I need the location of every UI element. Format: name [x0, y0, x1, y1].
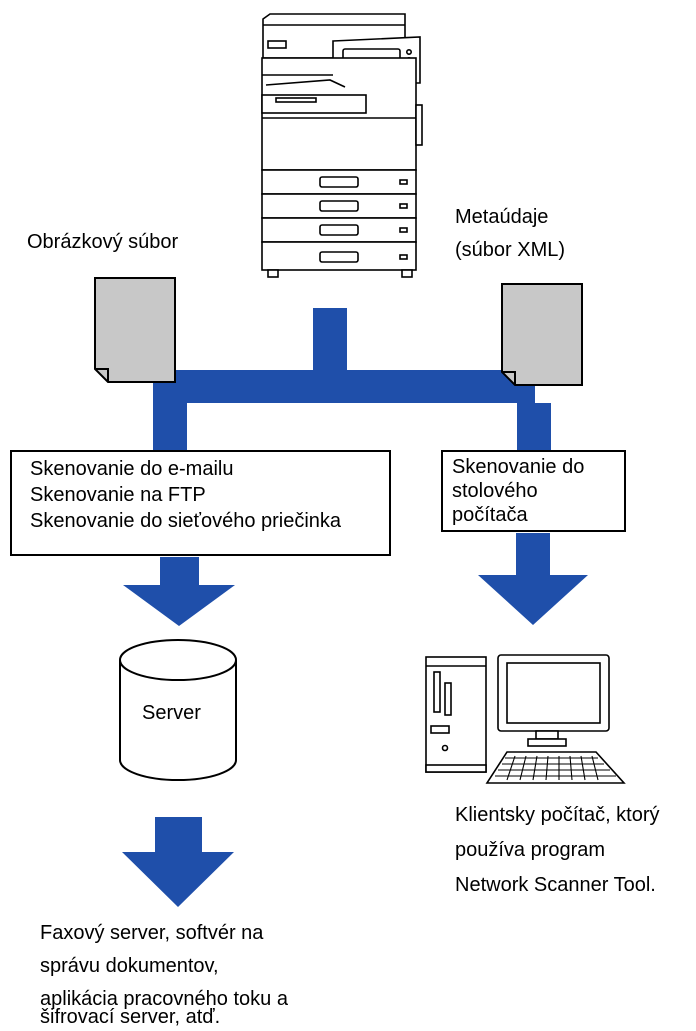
client-caption-line1: Klientsky počítač, ktorý	[455, 804, 660, 826]
client-caption-line3: Network Scanner Tool.	[455, 874, 656, 896]
downstream-caption-line3: aplikácia pracovného toku a	[40, 988, 288, 1010]
scan-method-email: Skenovanie do e-mailu	[30, 458, 234, 480]
image-file-label: Obrázkový súbor	[27, 231, 179, 253]
metadata-label-line1: Metaúdaje	[455, 206, 549, 228]
metadata-document-icon	[501, 283, 583, 386]
keyboard-keys	[495, 755, 616, 781]
server-icon	[119, 639, 237, 781]
flow-arrow-to-server	[123, 557, 235, 626]
flow-connector	[153, 308, 551, 453]
scan-to-desktop-line1: Skenovanie do	[452, 456, 585, 478]
downstream-caption-line4: šifrovací server, atď.	[40, 1006, 221, 1028]
scan-to-desktop-line2: stolového	[452, 480, 538, 502]
flow-arrow-to-client	[478, 533, 588, 625]
scan-method-network-folder: Skenovanie do sieťového priečinka	[30, 510, 342, 532]
client-computer-icon	[425, 654, 626, 784]
image-file-document-icon	[94, 277, 176, 383]
printer-icon	[261, 13, 423, 278]
client-caption-line2: používa program	[455, 839, 606, 861]
metadata-label-line2: (súbor XML)	[455, 239, 566, 261]
downstream-caption-line2: správu dokumentov,	[40, 955, 219, 977]
flow-arrow-to-downstream	[122, 817, 234, 907]
downstream-caption-line1: Faxový server, softvér na	[40, 922, 264, 944]
scan-method-ftp: Skenovanie na FTP	[30, 484, 206, 506]
scan-methods-box: Skenovanie do e-mailu Skenovanie na FTP …	[10, 450, 391, 556]
server-label: Server	[142, 702, 201, 724]
scan-to-desktop-line3: počítača	[452, 504, 528, 526]
scan-to-desktop-box: Skenovanie do stolového počítača	[441, 450, 626, 532]
